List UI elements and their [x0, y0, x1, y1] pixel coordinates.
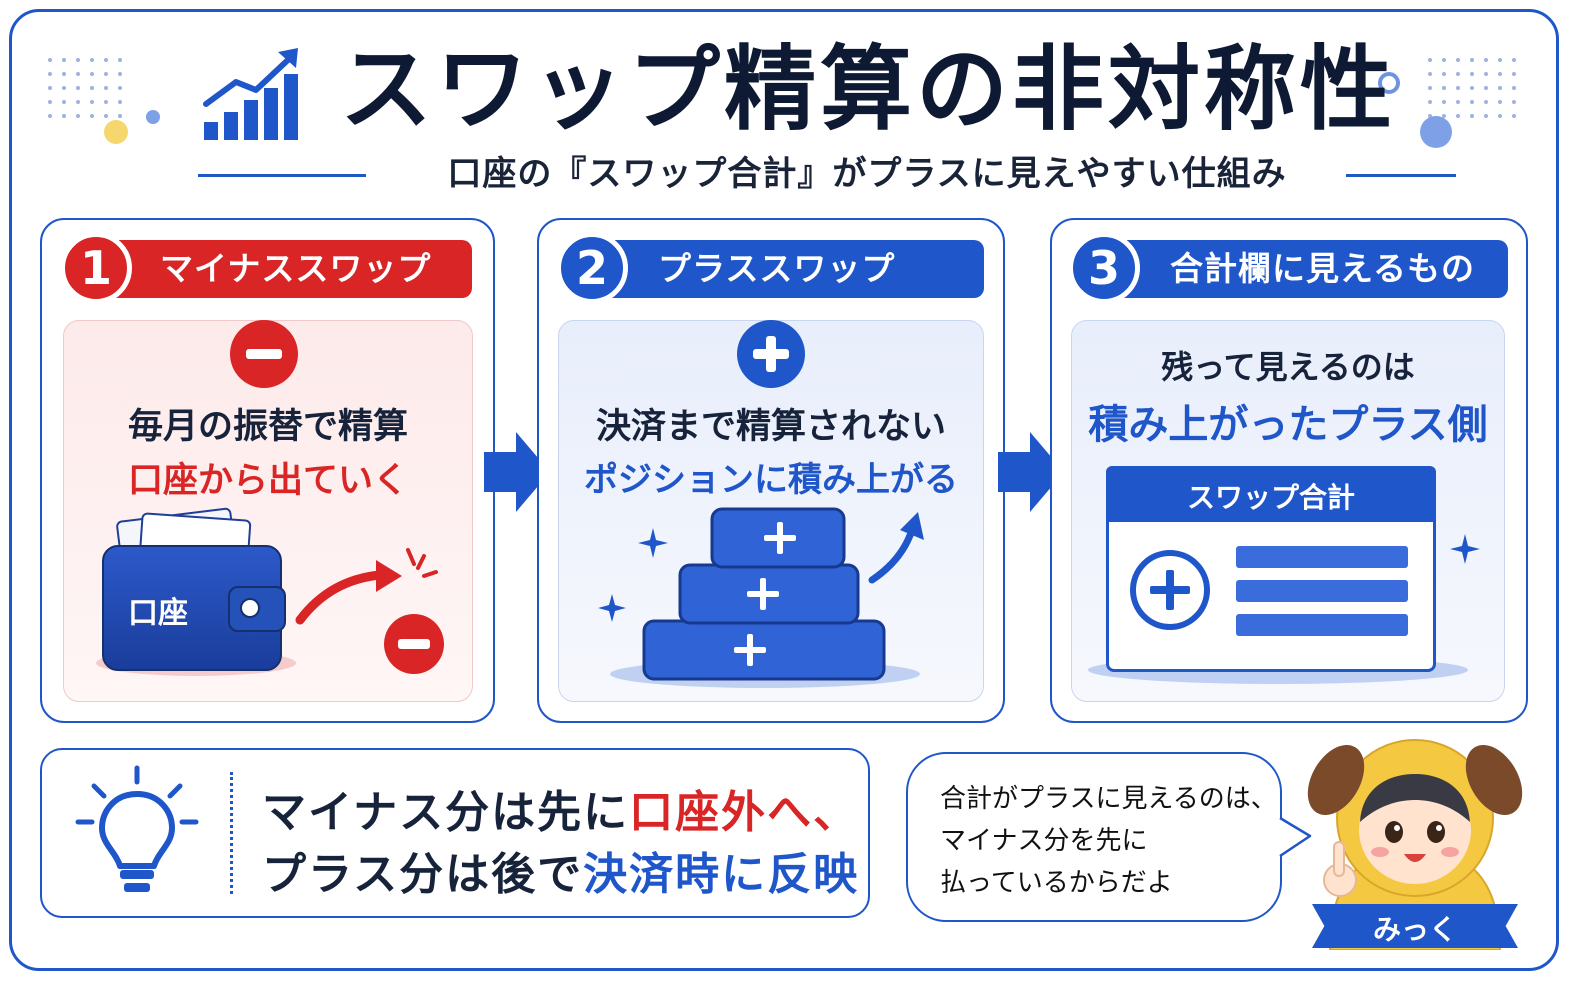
step-2-number: 2: [556, 232, 628, 304]
summary-line-2: プラス分は後で決済時に反映: [262, 838, 859, 902]
minus-circle-icon: [230, 320, 298, 388]
speech-line-3: 払っているからだよ: [940, 868, 1173, 898]
plus-outline-circle-icon: [1130, 550, 1210, 630]
step-1-title: マイナススワップ: [160, 249, 432, 288]
flow-arrow-icon-2: [998, 432, 1064, 512]
step-1-number: 1: [60, 232, 132, 304]
decor-blue-dot: [146, 110, 160, 124]
character-name: みっく: [1372, 913, 1457, 946]
step-1-line1: 毎月の振替で精算: [127, 407, 408, 447]
wallet-button: [240, 598, 260, 618]
character-nameplate: [1312, 904, 1518, 948]
flow-arrow-icon-1: [484, 432, 550, 512]
page-title: スワップ精算の非対称性: [340, 36, 1397, 143]
step-3-title: 合計欄に見えるもの: [1170, 249, 1476, 288]
total-bar-3: [1236, 614, 1408, 636]
step-2-line2: ポジションに積み上がる: [584, 460, 958, 500]
step-3-line2: 積み上がったプラス側: [1088, 402, 1488, 448]
summary-divider: [230, 772, 233, 894]
outflow-arrow-icon: [295, 548, 444, 674]
speech-bubble-tail: [1278, 816, 1312, 858]
decor-blue-dot-large: [1420, 116, 1452, 148]
summary-line-1-normal: マイナス分は先に: [262, 787, 630, 838]
character-mikku-avatar: [1307, 739, 1523, 950]
decor-dots-left: [48, 58, 122, 118]
rising-arrow-icon: [868, 512, 924, 584]
step-3-line1: 残って見えるのは: [1161, 348, 1415, 386]
summary-line-1-highlight: 口座外へ、: [629, 787, 860, 838]
plus-block-stack-icon: [642, 507, 886, 681]
step-1-line2: 口座から出ていく: [127, 461, 408, 501]
step-1-banner: マイナススワップ: [100, 240, 472, 298]
wallet-label: 口座: [128, 596, 188, 631]
total-bar-2: [1236, 580, 1408, 602]
speech-line-2: マイナス分を先に: [940, 826, 1148, 856]
swap-total-panel-title: スワップ合計: [1186, 481, 1355, 514]
plus-circle-icon: [737, 320, 805, 388]
step-2-banner: プラススワップ: [598, 240, 984, 298]
decor-ring: [1378, 72, 1400, 94]
speech-line-1: 合計がプラスに見えるのは、: [940, 784, 1277, 814]
decor-yellow-dot: [104, 120, 128, 144]
summary-line-1: マイナス分は先に口座外へ、: [262, 776, 859, 840]
step-2-line1: 決済まで精算されない: [595, 407, 946, 447]
decor-dots-right: [1428, 58, 1516, 118]
total-bar-1: [1236, 546, 1408, 568]
subtitle-rule-right: [1346, 174, 1456, 177]
page-subtitle: 口座の『スワップ合計』がプラスに見えやすい仕組み: [447, 154, 1287, 194]
growth-chart-icon: [203, 48, 298, 140]
wallet-icon: [102, 545, 282, 671]
step-3-number: 3: [1068, 232, 1140, 304]
swap-total-panel-header: [1106, 466, 1436, 522]
subtitle-rule-left: [198, 174, 366, 177]
lightbulb-icon: [75, 765, 199, 892]
sparkle-icon-3: [1450, 534, 1480, 564]
summary-card: [40, 748, 870, 918]
sparkle-icon-1: [638, 528, 668, 558]
step-3-banner: 合計欄に見えるもの: [1110, 240, 1508, 298]
summary-line-2-highlight: 決済時に反映: [583, 849, 860, 900]
speech-bubble: [906, 752, 1282, 922]
step-2-title: プラススワップ: [658, 249, 896, 288]
sparkle-icon-2: [598, 594, 626, 622]
summary-line-2-normal: プラス分は後で: [262, 849, 584, 900]
